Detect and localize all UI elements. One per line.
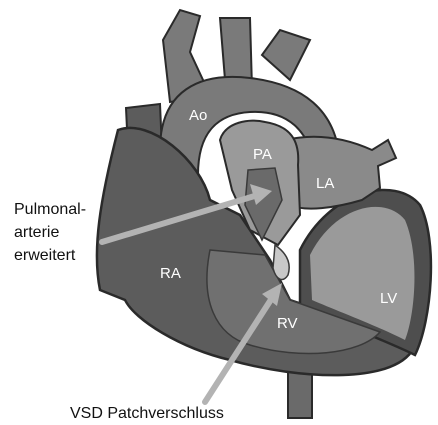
label-rv: RV [277,315,298,332]
label-ao: Ao [189,107,207,124]
label-ra: RA [160,265,181,282]
label-la: LA [316,175,334,192]
label-lv: LV [380,290,397,307]
annotation-pulmonary-line3: erweitert [14,244,86,267]
annotation-pulmonary: Pulmonal- arterie erweitert [14,198,86,267]
annotation-pulmonary-line2: arterie [14,221,86,244]
label-pa: PA [253,146,272,163]
annotation-pulmonary-line1: Pulmonal- [14,198,86,221]
annotation-vsd: VSD Patchverschluss [70,402,224,425]
